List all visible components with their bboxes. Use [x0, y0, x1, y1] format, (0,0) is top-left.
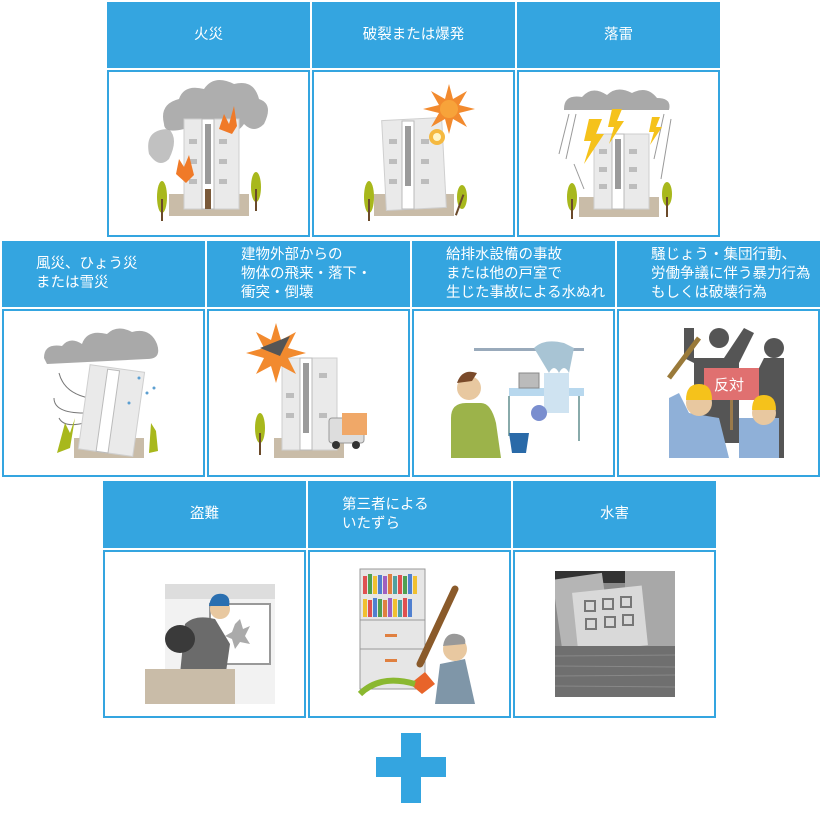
card-title: 落雷: [604, 26, 633, 43]
card-header: 騒じょう・集団行動、 労働争議に伴う暴力行為 もしくは破壊行為: [617, 241, 820, 307]
building-fire-icon: [147, 79, 268, 221]
coverage-card-collision: 建物外部からの 物体の飛来・落下・ 衝突・倒壊: [207, 241, 410, 477]
card-header: 水害: [513, 481, 716, 548]
building-lightning-icon: [558, 88, 672, 219]
card-title: 破裂または爆発: [362, 26, 465, 43]
card-title: 盗難: [190, 506, 219, 522]
card-image: [103, 550, 306, 718]
card-header: 破裂または爆発: [312, 2, 515, 68]
flood-icon: [554, 571, 675, 697]
card-title: 給排水設備の事故 または他の戸室で 生じた事故による水ぬれ: [446, 246, 606, 301]
vandalism-icon: [357, 568, 475, 704]
coverage-card-water-leak: 給排水設備の事故 または他の戸室で 生じた事故による水ぬれ: [412, 241, 615, 477]
building-storm-icon: [43, 328, 158, 458]
card-header: 盗難: [103, 481, 306, 548]
coverage-card-explosion: 破裂または爆発: [312, 2, 515, 237]
card-title: 火災: [194, 26, 223, 43]
card-image: [412, 309, 615, 477]
card-image: [517, 70, 720, 237]
card-header: 風災、ひょう災 または雪災: [2, 241, 205, 307]
card-title: 騒じょう・集団行動、 労働争議に伴う暴力行為 もしくは破壊行為: [651, 246, 811, 301]
coverage-card-riot: 騒じょう・集団行動、 労働争議に伴う暴力行為 もしくは破壊行為 反対: [617, 241, 820, 477]
card-title: 風災、ひょう災 または雪災: [36, 256, 138, 291]
building-collision-icon: [245, 323, 367, 458]
coverage-card-storm: 風災、ひょう災 または雪災: [2, 241, 205, 477]
card-image: [107, 70, 310, 237]
plus-icon: [376, 733, 446, 803]
coverage-card-vandalism: 第三者による いたずら: [308, 481, 511, 718]
coverage-card-fire: 火災: [107, 2, 310, 237]
riot-icon: 反対: [666, 328, 784, 458]
card-image: 反対: [617, 309, 820, 477]
coverage-card-flood: 水害: [513, 481, 716, 718]
card-header: 落雷: [517, 2, 720, 68]
protest-sign-text: 反対: [714, 376, 744, 394]
building-explosion-icon: [363, 83, 475, 221]
card-title: 建物外部からの 物体の飛来・落下・ 衝突・倒壊: [241, 246, 372, 301]
card-header: 第三者による いたずら: [308, 481, 511, 548]
card-image: [207, 309, 410, 477]
coverage-row-3: 盗難 第三者による いたずら: [103, 481, 716, 718]
coverage-row-1: 火災 破裂または爆発: [107, 2, 720, 237]
card-title: 第三者による いたずら: [342, 496, 429, 532]
coverage-card-theft: 盗難: [103, 481, 306, 718]
card-title: 水害: [600, 506, 629, 522]
burglary-icon: [144, 584, 275, 704]
coverage-card-lightning: 落雷: [517, 2, 720, 237]
card-image: [2, 309, 205, 477]
plus-vertical-bar: [401, 733, 421, 803]
card-header: 給排水設備の事故 または他の戸室で 生じた事故による水ぬれ: [412, 241, 615, 307]
card-image: [513, 550, 716, 718]
card-header: 火災: [107, 2, 310, 68]
card-image: [312, 70, 515, 237]
card-image: [308, 550, 511, 718]
coverage-row-2: 風災、ひょう災 または雪災 建物外部からの 物体の飛来・落下・ 衝突・倒壊: [2, 241, 820, 477]
water-leak-icon: [450, 341, 584, 458]
card-header: 建物外部からの 物体の飛来・落下・ 衝突・倒壊: [207, 241, 410, 307]
